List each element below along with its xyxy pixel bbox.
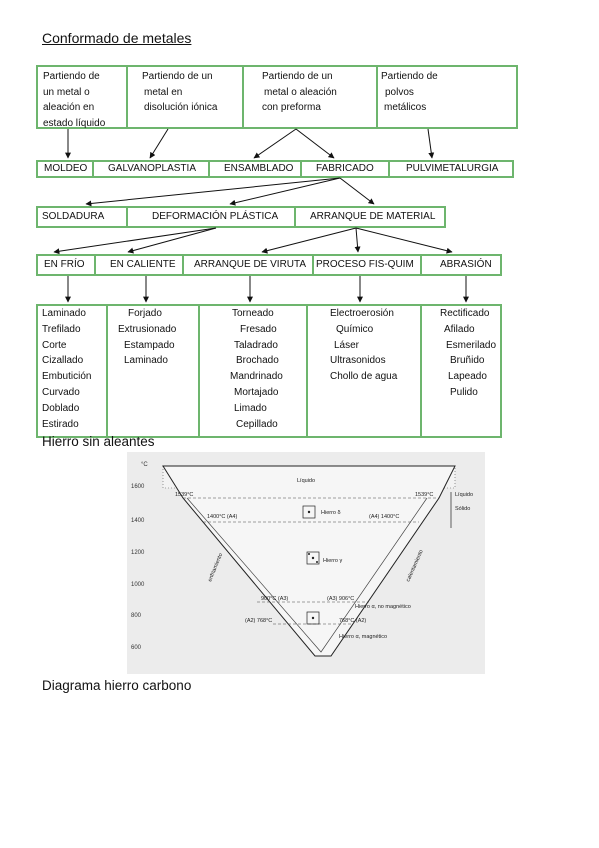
sub-en-frio: EN FRÍO: [44, 259, 85, 270]
label-768-left: (A2) 768°C: [245, 618, 272, 624]
sub-en-caliente: EN CALIENTE: [110, 259, 176, 270]
label-liquido: Líquido: [297, 478, 315, 484]
sub-proceso-fis-quim: PROCESO FIS-QUIM: [316, 259, 414, 270]
label-1400-left: 1400°C (A4): [207, 514, 237, 520]
y-unit: °C: [141, 462, 148, 468]
label-1539-right: 1539°C: [415, 492, 433, 498]
fab-arranque-material: ARRANQUE DE MATERIAL: [310, 211, 436, 222]
label-hierro-magnetico: Hierro α, magnético: [339, 634, 387, 640]
y-tick-1000: 1000: [131, 582, 145, 588]
process-moldeo: MOLDEO: [44, 163, 88, 174]
label-1400-right: (A4) 1400°C: [369, 514, 399, 520]
label-hierro-no-magnetico: Hierro α, no magnético: [355, 604, 411, 610]
label-liquido-side: Líquido: [455, 492, 473, 498]
section-hierro-sin-aleantes: Hierro sin aleantes: [42, 434, 155, 449]
label-906-right: (A3) 906°C: [327, 596, 354, 602]
label-1539-left: 1539°C: [175, 492, 193, 498]
y-tick-1600: 1600: [131, 484, 145, 490]
process-pulvimetalurgia: PULVIMETALURGIA: [406, 163, 499, 174]
y-tick-600: 600: [131, 645, 142, 651]
fab-deformacion-plastica: DEFORMACIÓN PLÁSTICA: [152, 211, 279, 222]
sub-arranque-viruta: ARRANQUE DE VIRUTA: [194, 259, 307, 270]
section-diagrama-hierro-carbono: Diagrama hierro carbono: [42, 678, 192, 693]
fabricado-row: SOLDADURA DEFORMACIÓN PLÁSTICA ARRANQUE …: [36, 206, 446, 228]
process-ensamblado: ENSAMBLADO: [224, 163, 294, 174]
label-hierro-delta: Hierro δ: [321, 510, 341, 516]
label-768-right: 768°C (A2): [339, 618, 366, 624]
fab-soldadura: SOLDADURA: [42, 211, 105, 222]
label-906-left: 900°C (A3): [261, 596, 288, 602]
process-row: MOLDEO GALVANOPLASTIA ENSAMBLADO FABRICA…: [36, 160, 514, 178]
page-title: Conformado de metales: [42, 30, 192, 46]
flow-arrows: [53, 128, 469, 303]
sub-abrasion: ABRASIÓN: [440, 259, 492, 270]
process-galvanoplastia: GALVANOPLASTIA: [108, 163, 196, 174]
label-hierro-gamma: Hierro γ: [323, 558, 343, 564]
process-fabricado: FABRICADO: [316, 163, 374, 174]
y-tick-800: 800: [131, 613, 142, 619]
y-tick-1200: 1200: [131, 550, 145, 556]
iron-phase-figure: °C 1600 1400 1200 1000 800 600: [127, 452, 485, 674]
y-tick-1400: 1400: [131, 518, 145, 524]
label-solido-side: Sólido: [455, 506, 470, 512]
subcategory-row: EN FRÍO EN CALIENTE ARRANQUE DE VIRUTA P…: [36, 254, 502, 276]
